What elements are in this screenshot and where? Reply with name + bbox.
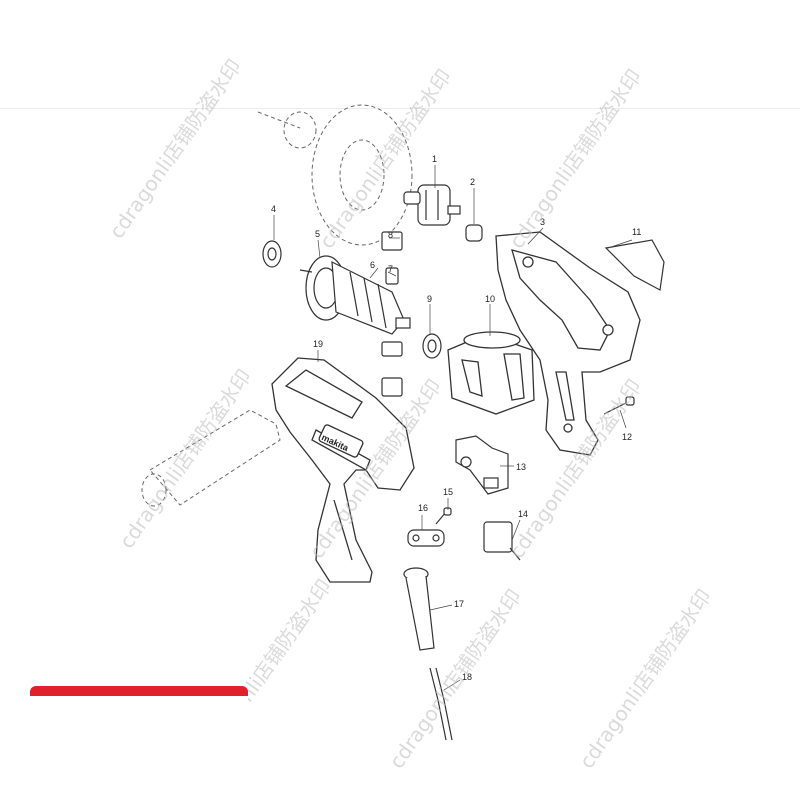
leader-lines <box>273 165 633 691</box>
part-sleeve <box>465 224 483 242</box>
callout-3: 3 <box>540 217 545 227</box>
callout-16: 16 <box>418 503 428 513</box>
callout-10: 10 <box>485 294 495 304</box>
part-screw-12 <box>603 396 635 415</box>
callout-19: 19 <box>313 339 323 349</box>
part-cord-guard <box>403 567 435 651</box>
callout-9: 9 <box>427 294 432 304</box>
part-cord <box>429 667 453 741</box>
watermarks: cdragonli店铺防盗水印 cdragonli店铺防盗水印 cdragonl… <box>104 55 716 773</box>
part-armature <box>299 255 411 335</box>
watermark-8: cdragonli店铺防盗水印 <box>384 585 526 773</box>
callout-13: 13 <box>516 462 526 472</box>
part-chuck <box>403 184 461 226</box>
red-accent-bar <box>30 686 248 800</box>
callout-15: 15 <box>443 487 453 497</box>
callout-labels: 1 2 3 4 5 6 7 8 9 10 11 12 13 14 15 16 1… <box>271 154 641 682</box>
part-housing-right <box>495 231 641 456</box>
watermark-4: cdragonli店铺防盗水印 <box>114 365 256 553</box>
watermark-1: cdragonli店铺防盗水印 <box>104 55 246 243</box>
callout-2: 2 <box>470 177 475 187</box>
part-cord-clamp <box>407 529 445 547</box>
watermark-3: cdragonli店铺防盗水印 <box>504 65 646 253</box>
part-capacitor <box>483 521 521 561</box>
callout-6: 6 <box>370 260 375 270</box>
phantom-disc <box>257 104 413 246</box>
callout-1: 1 <box>432 154 437 164</box>
callout-4: 4 <box>271 204 276 214</box>
phantom-side-handle <box>141 409 281 507</box>
part-brush <box>381 231 403 397</box>
callout-11: 11 <box>632 227 641 237</box>
callout-14: 14 <box>518 509 528 519</box>
callout-12: 12 <box>622 432 632 442</box>
callout-8: 8 <box>388 230 393 240</box>
callout-17: 17 <box>454 599 464 609</box>
part-bearing-9 <box>422 333 442 359</box>
callout-7: 7 <box>388 264 393 274</box>
part-switch <box>455 435 509 495</box>
watermark-9: cdragonli店铺防盗水印 <box>574 585 716 773</box>
part-housing-left <box>271 357 415 583</box>
part-bearing-4 <box>262 240 282 268</box>
part-field <box>447 331 535 415</box>
top-blank-band <box>0 0 800 109</box>
part-label-plate <box>604 239 665 291</box>
callout-5: 5 <box>315 229 320 239</box>
callout-18: 18 <box>462 672 472 682</box>
part-screw-15 <box>435 507 452 525</box>
